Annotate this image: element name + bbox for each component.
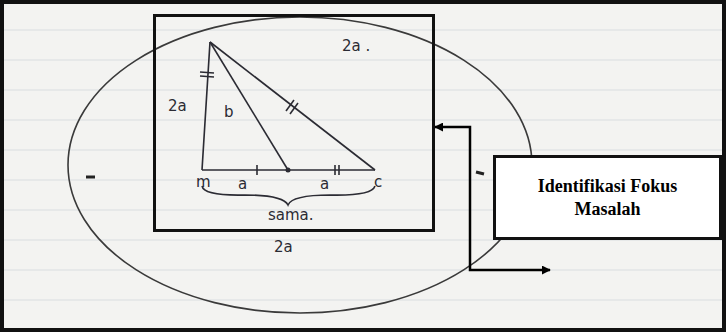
circle-mark [86,176,95,179]
triangle-drawing [200,42,375,205]
midpoint-dot [286,168,291,173]
handwritten-label: sama. [268,206,314,224]
handwritten-label: a [320,175,329,193]
hand-circle [68,17,532,313]
callout-text: Identifikasi Fokus Masalah [504,175,711,220]
handwritten-label: c [374,173,382,191]
callout-box: Identifikasi Fokus Masalah [493,155,722,240]
focus-frame: 2a b 2a . m a a c sama. [153,14,435,232]
dimension-label: 2a [274,238,293,256]
handwritten-label: 2a . [342,37,370,55]
ruled-lines [0,30,726,300]
handwritten-label: b [224,103,234,121]
circle-mark [476,172,484,174]
handwritten-label: m [196,173,211,191]
handwritten-label: 2a [168,97,187,115]
handwritten-label: a [238,175,247,193]
